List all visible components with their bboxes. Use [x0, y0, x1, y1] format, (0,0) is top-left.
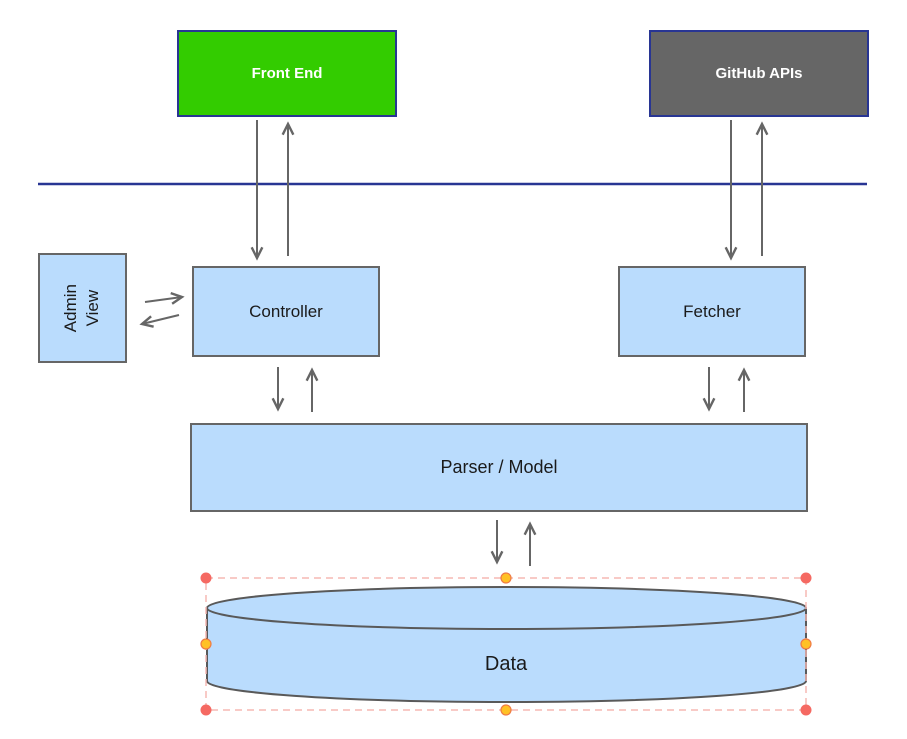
arrow-adminview-to-controller-icon[interactable] [144, 292, 185, 305]
resize-handle-top-right[interactable] [800, 572, 812, 584]
node-controller[interactable]: Controller [192, 266, 380, 357]
node-data-label: Data [484, 652, 528, 675]
resize-handle-bottom-center[interactable] [500, 704, 512, 716]
node-github-apis[interactable]: GitHub APIs [649, 30, 869, 117]
node-parser-model-label: Parser / Model [440, 457, 558, 477]
resize-handle-bottom-right[interactable] [800, 704, 812, 716]
data-cylinder-shape[interactable] [206, 586, 807, 703]
resize-handle-top-center[interactable] [500, 572, 512, 584]
arrow-controller-to-adminview-icon[interactable] [139, 314, 180, 328]
resize-handle-top-left[interactable] [200, 572, 212, 584]
node-admin-view-label: Admin View [61, 283, 103, 333]
node-front-end-label: Front End [251, 65, 323, 82]
selection-overlay [200, 572, 812, 716]
node-fetcher[interactable]: Fetcher [618, 266, 806, 357]
resize-handle-middle-right[interactable] [800, 638, 812, 650]
resize-handle-middle-left[interactable] [200, 638, 212, 650]
node-admin-view[interactable]: Admin View [38, 253, 127, 363]
node-fetcher-label: Fetcher [683, 301, 741, 321]
node-controller-label: Controller [249, 301, 323, 321]
node-github-apis-label: GitHub APIs [715, 65, 803, 82]
node-front-end[interactable]: Front End [177, 30, 397, 117]
node-parser-model[interactable]: Parser / Model [190, 423, 808, 512]
resize-handle-bottom-left[interactable] [200, 704, 212, 716]
